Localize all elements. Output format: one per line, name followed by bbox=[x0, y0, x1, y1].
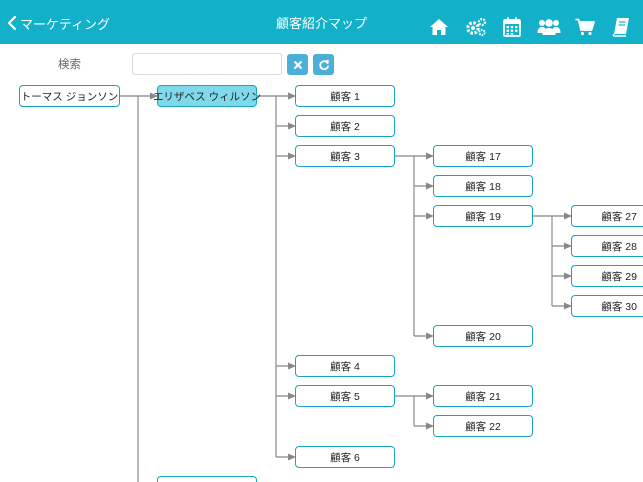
calendar-icon[interactable] bbox=[501, 16, 523, 38]
back-label: マーケティング bbox=[20, 16, 110, 32]
refresh-icon bbox=[318, 59, 329, 70]
node-root[interactable]: トーマス ジョンソン bbox=[19, 85, 120, 107]
node-customer-1[interactable]: 顧客 1 bbox=[295, 85, 395, 107]
top-bar: マーケティング 顧客紹介マップ bbox=[0, 0, 643, 44]
search-label: 検索 bbox=[58, 59, 81, 71]
back-button[interactable]: マーケティング bbox=[6, 13, 110, 33]
cogs-icon[interactable] bbox=[465, 16, 487, 38]
node-customer-18[interactable]: 顧客 18 bbox=[433, 175, 533, 197]
node-customer-2[interactable]: 顧客 2 bbox=[295, 115, 395, 137]
node-customer-22[interactable]: 顧客 22 bbox=[433, 415, 533, 437]
node-customer-19[interactable]: 顧客 19 bbox=[433, 205, 533, 227]
node-customer-27[interactable]: 顧客 27 bbox=[571, 205, 643, 227]
node-customer-28[interactable]: 顧客 28 bbox=[571, 235, 643, 257]
clear-search-button[interactable] bbox=[287, 54, 308, 75]
refresh-button[interactable] bbox=[313, 54, 334, 75]
book-icon[interactable] bbox=[610, 16, 632, 38]
cart-icon[interactable] bbox=[574, 16, 596, 38]
search-input[interactable] bbox=[132, 53, 282, 75]
node-level1-selected[interactable]: エリザベス ウィルソン bbox=[153, 85, 261, 107]
node-customer-4[interactable]: 顧客 4 bbox=[295, 355, 395, 377]
node-customer-30[interactable]: 顧客 30 bbox=[571, 295, 643, 317]
page-title: 顧客紹介マップ bbox=[275, 16, 367, 31]
chevron-left-icon bbox=[7, 15, 17, 31]
node-level1-next[interactable] bbox=[157, 476, 257, 482]
users-icon[interactable] bbox=[537, 16, 561, 38]
node-customer-17[interactable]: 顧客 17 bbox=[433, 145, 533, 167]
node-customer-20[interactable]: 顧客 20 bbox=[433, 325, 533, 347]
node-customer-29[interactable]: 顧客 29 bbox=[571, 265, 643, 287]
node-customer-3[interactable]: 顧客 3 bbox=[295, 145, 395, 167]
node-customer-6[interactable]: 顧客 6 bbox=[295, 446, 395, 468]
node-customer-5[interactable]: 顧客 5 bbox=[295, 385, 395, 407]
close-icon bbox=[293, 60, 302, 69]
node-customer-21[interactable]: 顧客 21 bbox=[433, 385, 533, 407]
home-icon[interactable] bbox=[428, 16, 450, 38]
